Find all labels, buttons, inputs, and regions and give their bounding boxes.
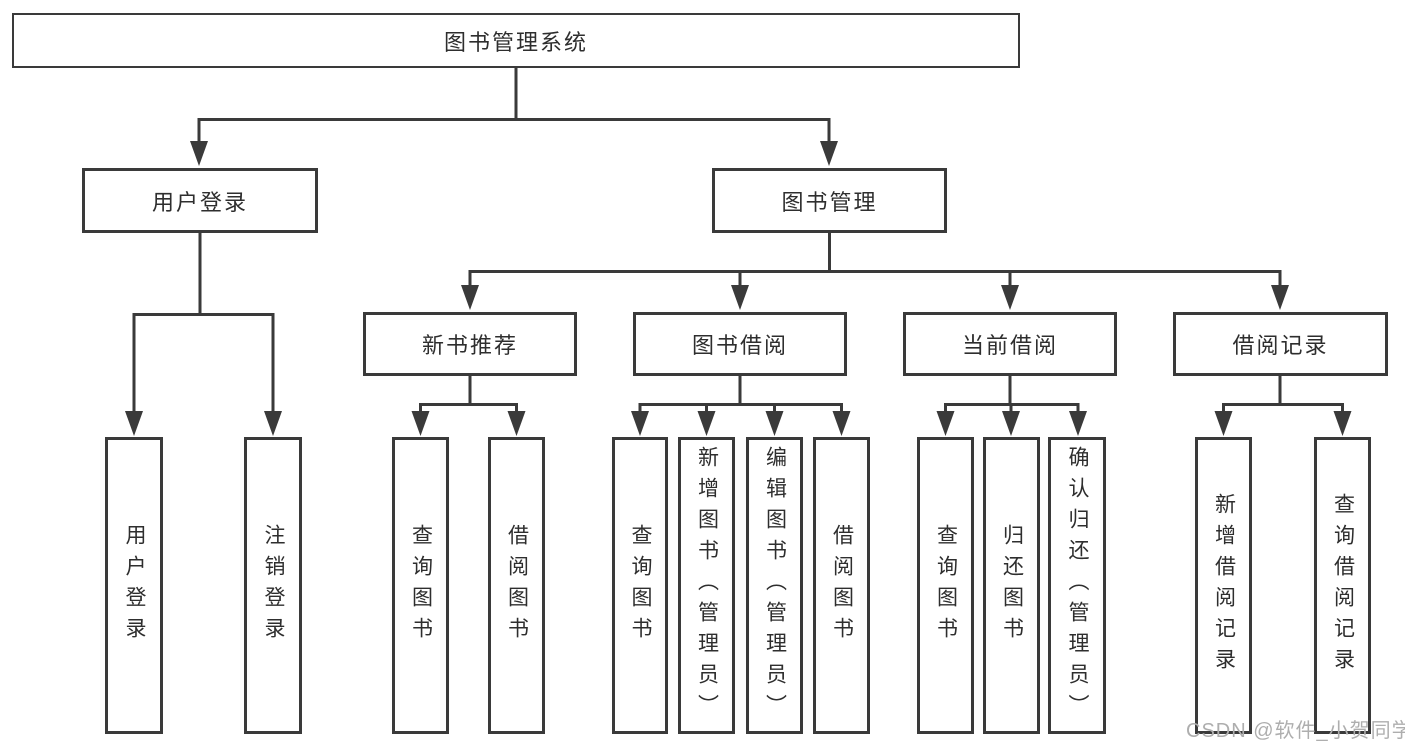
arrow-down-icon (411, 411, 430, 436)
arrow-down-icon (1069, 411, 1087, 436)
node-new-book-recommend: 新书推荐 (363, 312, 577, 376)
arrow-down-icon (1271, 285, 1289, 310)
arrow-down-icon (731, 285, 749, 310)
arrow-down-icon (507, 411, 526, 436)
node-book-borrow: 图书借阅 (633, 312, 847, 376)
arrow-down-icon (832, 411, 851, 436)
leaf-borrow-books: 借阅图书 (813, 437, 870, 734)
leaf-confirm-return-admin-label: 确认归还（管理员） (1066, 446, 1090, 725)
arrow-down-icon (765, 411, 784, 436)
arrow-down-icon (125, 411, 143, 436)
arrow-down-icon (936, 411, 955, 436)
leaf-query-borrow-record: 查询借阅记录 (1314, 437, 1371, 734)
leaf-query-borrow-record-label: 查询借阅记录 (1331, 492, 1355, 679)
leaf-logout-label: 注销登录 (262, 523, 286, 648)
leaf-recommend-borrow-books: 借阅图书 (488, 437, 545, 734)
csdn-watermark: CSDN @软件_小贺同学 (1186, 720, 1405, 742)
leaf-add-borrow-record-label: 新增借阅记录 (1212, 492, 1236, 679)
arrow-down-icon (820, 141, 838, 166)
node-system-root: 图书管理系统 (12, 13, 1020, 68)
leaf-borrow-query-books: 查询图书 (612, 437, 668, 734)
leaf-user-login: 用户登录 (105, 437, 163, 734)
connector-root-to-level1 (197, 68, 831, 143)
node-user-login-label: 用户登录 (151, 189, 248, 215)
node-new-book-recommend-label: 新书推荐 (421, 333, 518, 358)
arrow-down-icon (461, 285, 479, 310)
node-book-management-label: 图书管理 (781, 189, 878, 215)
leaf-recommend-query-books: 查询图书 (392, 437, 449, 734)
leaf-add-books-admin: 新增图书（管理员） (678, 437, 735, 734)
leaf-borrow-books-label: 借阅图书 (830, 523, 854, 648)
arrowheads (125, 141, 1352, 436)
node-current-borrow: 当前借阅 (903, 312, 1117, 376)
arrow-down-icon (1333, 411, 1352, 436)
arrow-down-icon (264, 411, 282, 436)
connector-current-children (944, 376, 1080, 413)
arrow-down-icon (697, 411, 716, 436)
connector-mgmt-to-level2 (468, 233, 1282, 287)
leaf-borrow-query-books-label: 查询图书 (629, 523, 653, 648)
node-current-borrow-label: 当前借阅 (961, 333, 1058, 358)
leaf-recommend-borrow-books-label: 借阅图书 (505, 523, 529, 648)
arrow-down-icon (190, 141, 208, 166)
leaf-logout: 注销登录 (244, 437, 302, 734)
connector-login-children (132, 233, 275, 414)
leaf-add-books-admin-label: 新增图书（管理员） (695, 446, 719, 725)
node-system-root-label: 图书管理系统 (443, 29, 588, 55)
node-book-borrow-label: 图书借阅 (691, 333, 788, 358)
node-borrow-records: 借阅记录 (1173, 312, 1388, 376)
leaf-return-books-label: 归还图书 (1000, 523, 1024, 648)
connector-recommend-children (419, 376, 518, 413)
leaf-edit-books-admin-label: 编辑图书（管理员） (763, 446, 787, 725)
arrow-down-icon (1002, 411, 1020, 436)
connector-borrow-children (638, 376, 843, 413)
leaf-current-query-books: 查询图书 (917, 437, 974, 734)
leaf-confirm-return-admin: 确认归还（管理员） (1048, 437, 1106, 734)
arrow-down-icon (1214, 411, 1233, 436)
connector-records-children (1222, 376, 1344, 413)
leaf-return-books: 归还图书 (983, 437, 1040, 734)
arrow-down-icon (631, 411, 649, 436)
leaf-recommend-query-books-label: 查询图书 (409, 523, 433, 648)
arrow-down-icon (1001, 285, 1019, 310)
leaf-current-query-books-label: 查询图书 (934, 523, 958, 648)
node-book-management: 图书管理 (712, 168, 947, 233)
leaf-add-borrow-record: 新增借阅记录 (1195, 437, 1252, 734)
leaf-user-login-label: 用户登录 (123, 523, 147, 648)
node-user-login: 用户登录 (82, 168, 318, 233)
node-borrow-records-label: 借阅记录 (1232, 333, 1329, 358)
leaf-edit-books-admin: 编辑图书（管理员） (746, 437, 803, 734)
